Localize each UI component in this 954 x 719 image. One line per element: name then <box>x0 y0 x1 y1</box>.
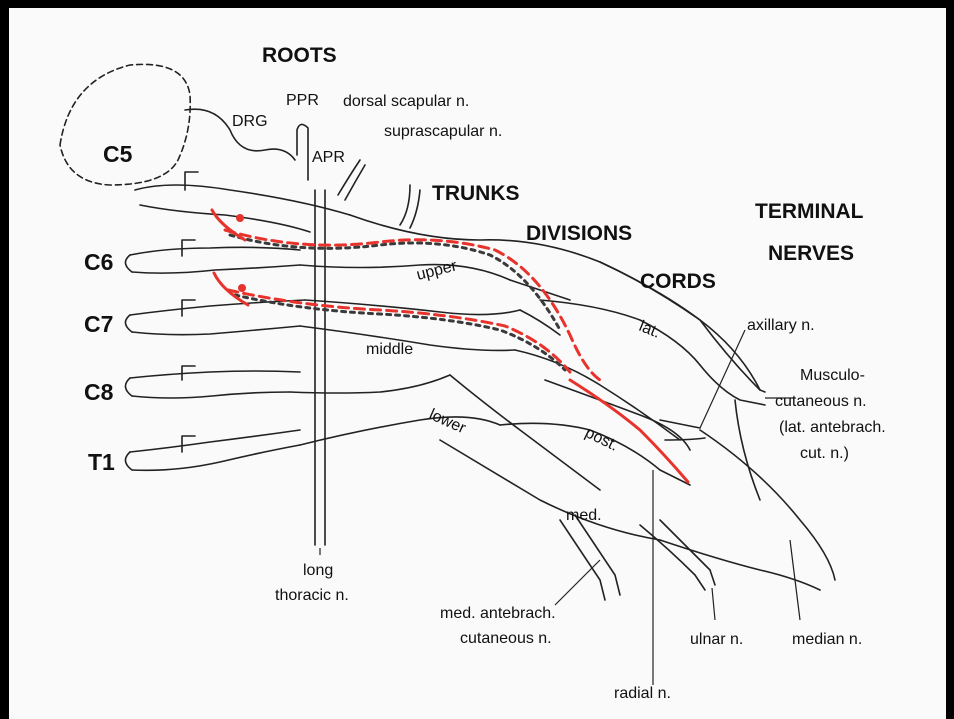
drg-label: DRG <box>232 113 268 130</box>
c7-root-lower <box>132 326 300 335</box>
divisions-label: DIVISIONS <box>526 222 632 245</box>
upper-trunk-bottom <box>300 265 510 280</box>
root-labels: C5 C6 C7 C8 T1 <box>84 141 133 475</box>
t1-root-tip <box>125 452 132 470</box>
ulnar-leader <box>712 588 715 620</box>
terminal-label-line2: NERVES <box>768 242 854 265</box>
ulnar-label: ulnar n. <box>690 631 743 648</box>
posterior-cord-top <box>515 350 680 440</box>
c8-root <box>130 371 300 378</box>
suprascapular-branch <box>400 185 420 228</box>
c7-red-node <box>238 284 246 292</box>
lower-trunk-bottom <box>300 417 500 445</box>
long-thoracic-label-2: thoracic n. <box>275 587 349 604</box>
c5-root-lower <box>140 205 310 232</box>
c6-root-tip <box>125 255 132 272</box>
division-crossing-1 <box>510 280 570 335</box>
median-label: median n. <box>792 631 862 648</box>
c8-root-tip <box>125 378 132 396</box>
roots-label: ROOTS <box>262 44 337 67</box>
median-leader <box>790 540 800 620</box>
root-label-c8: C8 <box>84 379 114 405</box>
root-label-c6: C6 <box>84 249 113 275</box>
upper-trunk-label: upper <box>415 257 459 284</box>
dorsal-scapular-label: dorsal scapular n. <box>343 93 469 110</box>
c6-root <box>130 247 300 255</box>
root-label-c7: C7 <box>84 311 113 337</box>
musculocutaneous-label-2: cutaneous n. <box>775 393 867 410</box>
upper-trunk-top <box>350 215 700 320</box>
c7-root-tip <box>125 315 132 332</box>
axillary-leader <box>700 330 745 428</box>
musculocutaneous-label-1: Musculo- <box>800 367 865 384</box>
c6-root-lower <box>132 265 300 273</box>
c8-root-lower <box>132 392 290 398</box>
c5-root <box>135 185 350 215</box>
ulnar-nerve <box>640 520 715 590</box>
musculocutaneous-label-4: cut. n.) <box>800 445 849 462</box>
cords-label: CORDS <box>640 270 716 293</box>
musculocutaneous-label-3: (lat. antebrach. <box>779 419 886 436</box>
med-antebrach-label-1: med. antebrach. <box>440 605 556 622</box>
lower-trunk-label: lower <box>426 406 468 437</box>
dorsal-scapular-branch <box>338 160 365 200</box>
suprascapular-label: suprascapular n. <box>384 123 502 140</box>
trunks-label: TRUNKS <box>432 182 520 205</box>
med-antebrach-label-2: cutaneous n. <box>460 630 552 647</box>
root-label-c5: C5 <box>103 141 133 167</box>
radial-label: radial n. <box>614 685 671 702</box>
root-label-t1: T1 <box>88 449 115 475</box>
root-structure-labels: DRG PPR APR dorsal scapular n. suprascap… <box>232 92 502 166</box>
apr-label: APR <box>312 149 345 166</box>
lateral-cord-bottom <box>540 300 700 365</box>
middle-trunk-label: middle <box>366 341 413 358</box>
medial-cord-bottom <box>440 440 660 540</box>
lateral-cord-label: lat. <box>637 318 663 342</box>
median-root-lateral <box>735 400 760 500</box>
terminal-label-line1: TERMINAL <box>755 200 864 223</box>
posterior-cord-bottom <box>500 423 660 470</box>
long-thoracic-label-1: long <box>303 562 333 579</box>
ppr-label: PPR <box>286 92 319 109</box>
ppr-hook <box>297 124 308 180</box>
drg-bump-c5 <box>185 172 198 190</box>
t1-root <box>130 430 300 452</box>
lower-trunk-top <box>290 375 450 393</box>
posterior-cord-label: post. <box>582 424 621 454</box>
c6-red-node <box>236 214 244 222</box>
cord-labels: lat. post. med. <box>566 318 663 524</box>
nerve-outlines <box>60 64 835 600</box>
med-antebrach-leader <box>555 560 600 605</box>
medial-cord-label: med. <box>566 507 602 524</box>
axillary-label: axillary n. <box>747 317 815 334</box>
section-labels: ROOTS TRUNKS DIVISIONS TERMINAL NERVES C… <box>262 44 864 293</box>
long-thoracic-stem <box>315 300 325 545</box>
c7-trace-dark <box>235 295 565 370</box>
